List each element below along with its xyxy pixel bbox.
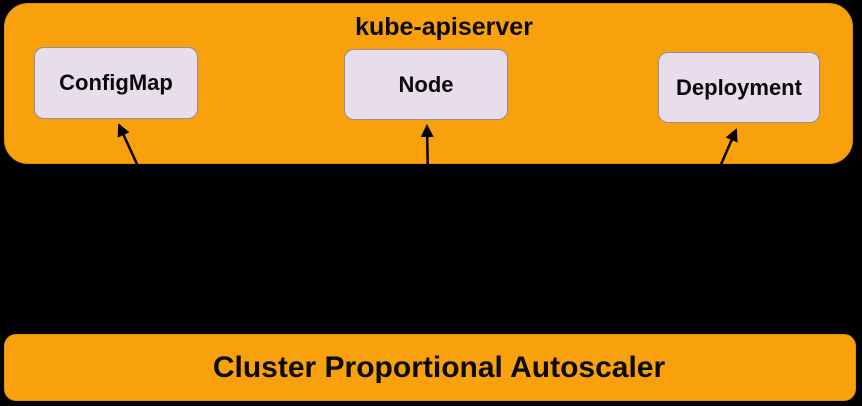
deployment-label: Deployment bbox=[676, 74, 802, 100]
node-box: Node bbox=[344, 49, 508, 120]
autoscaler-label: Cluster Proportional Autoscaler bbox=[212, 350, 666, 384]
configmap-label: ConfigMap bbox=[59, 70, 173, 95]
kube-apiserver-label: kube-apiserver bbox=[355, 13, 533, 41]
deployment-box: Deployment bbox=[658, 52, 820, 123]
node-label: Node bbox=[398, 71, 454, 97]
configmap-box: ConfigMap bbox=[34, 47, 198, 119]
autoscaler-bar: Cluster Proportional Autoscaler bbox=[4, 334, 856, 401]
kube-apiserver-container: kube-apiserver ConfigMap Node Deployment bbox=[4, 3, 853, 164]
